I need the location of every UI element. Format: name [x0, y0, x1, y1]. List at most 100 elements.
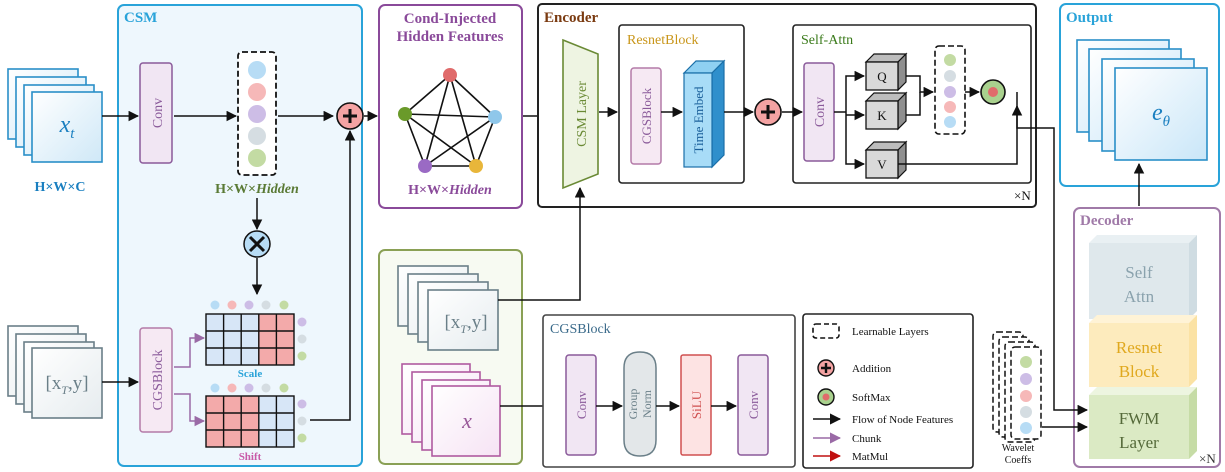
self-attn-conv-label: Conv	[813, 97, 828, 127]
csm-title: CSM	[124, 10, 157, 26]
decoder-title: Decoder	[1080, 213, 1134, 229]
csm-hidden-dims: H×W×	[215, 182, 256, 197]
svg-text:H×W×Hidden: H×W×Hidden	[215, 182, 299, 197]
condition-panel: [xT,y] x	[378, 249, 523, 465]
legend-softmax: SoftMax	[852, 392, 891, 404]
cgs-conv1-label: Conv	[574, 390, 589, 419]
cgs-conv2-label: Conv	[746, 390, 761, 419]
cond2-label-end: ,y]	[467, 312, 488, 333]
csm-hidden-node	[248, 127, 266, 145]
csm-hidden-node	[248, 61, 266, 79]
encoder-panel: Encoder CSM Layer ResnetBlock CGSBlock T…	[537, 3, 1037, 208]
legend-chunk: Chunk	[852, 433, 882, 445]
attention-node	[944, 54, 956, 66]
attention-node	[944, 101, 956, 113]
output-title: Output	[1066, 10, 1113, 26]
decoder-fwm-2: Layer	[1119, 433, 1159, 452]
time-embed-label: Time Embed	[691, 86, 706, 154]
cond-injected-title-2: Hidden Features	[397, 29, 504, 45]
cond-subscript: T	[61, 383, 69, 397]
csm-conv-label: Conv	[151, 98, 166, 128]
decoder-repeat: ×N	[1199, 451, 1216, 466]
xt-input-stack: xt	[7, 68, 103, 163]
cgs-conv1	[565, 354, 597, 456]
resnet-cgsblock	[630, 67, 662, 165]
csm-conv-block	[139, 62, 173, 164]
cond-label-end: ,y]	[68, 373, 89, 394]
csm-hidden-italic: Hidden	[255, 182, 299, 197]
csm-layer-label: CSM Layer	[575, 81, 590, 147]
cond-injected-italic: Hidden	[448, 183, 492, 198]
decoder-resnet-2: Block	[1119, 362, 1160, 381]
decoder-self-attn-2: Attn	[1124, 287, 1155, 306]
cgsblock-detail-panel: CGSBlock Conv Group Norm SiLU Conv	[542, 314, 796, 468]
self-attn-block	[792, 24, 1032, 184]
group-norm-label-1: Group	[626, 389, 640, 420]
attention-node	[944, 86, 956, 98]
output-panel: Output eθ	[1059, 3, 1220, 187]
svg-text:xt: xt	[59, 112, 76, 142]
silu-block	[680, 354, 712, 456]
legend-matmul: MatMul	[852, 451, 888, 463]
cgsblock-detail-title: CGSBlock	[550, 322, 611, 337]
encoder-title: Encoder	[544, 10, 599, 26]
xt-label: x	[59, 112, 71, 138]
scale-label: Scale	[238, 368, 263, 380]
attention-node	[944, 116, 956, 128]
softmax-core	[988, 87, 998, 97]
scale-grid	[205, 300, 307, 366]
decoder-fwm-1: FWM	[1119, 409, 1160, 428]
shift-grid	[205, 383, 307, 448]
attention-node	[944, 70, 956, 82]
csm-cgsblock	[139, 327, 173, 433]
csm-hidden-node	[248, 149, 266, 167]
graph-node	[469, 159, 483, 173]
wavelet-coeffs	[992, 331, 1042, 443]
cond-injected-dims: H×W×	[408, 183, 449, 198]
input-dims-label: H×W×C	[35, 180, 86, 195]
chunk-arrows	[174, 332, 206, 427]
legend: Learnable Layers Addition SoftMax Flow o…	[802, 313, 974, 469]
csm-hidden-node	[248, 83, 266, 101]
wavelet-label-1: Wavelet	[1002, 443, 1035, 454]
csm-panel: CSM Conv H×W×Hidden CGSBlock	[117, 4, 363, 467]
self-attn-title: Self-Attn	[801, 33, 853, 48]
cond2-label: [x	[444, 312, 460, 333]
encoder-repeat: ×N	[1014, 188, 1031, 203]
decoder-resnet-1: Resnet	[1116, 338, 1163, 357]
decoder-panel: Decoder Self Attn Resnet Block FWM Layer…	[1073, 207, 1221, 468]
output-e-subscript: θ	[1163, 114, 1171, 130]
cond-label: [x	[45, 373, 61, 394]
graph-node	[418, 159, 432, 173]
legend-learnable: Learnable Layers	[852, 326, 929, 338]
v-block	[864, 140, 908, 180]
cgs-conv2	[737, 354, 769, 456]
graph-node	[443, 68, 457, 82]
addition-symbol	[761, 105, 775, 119]
legend-addition: Addition	[852, 363, 892, 375]
group-norm-block	[623, 351, 657, 457]
svg-text:H×W×Hidden: H×W×Hidden	[408, 183, 492, 198]
decoder-self-attn-1: Self	[1125, 263, 1153, 282]
xt-subscript: t	[70, 126, 75, 142]
cond-injected-title-1: Cond-Injected	[404, 11, 497, 27]
time-embed-block	[682, 59, 726, 169]
legend-flow: Flow of Node Features	[852, 414, 953, 426]
k-block	[864, 91, 908, 131]
svg-text:[xT,y]: [xT,y]	[444, 312, 487, 336]
k-label: K	[877, 108, 887, 123]
q-label: Q	[877, 69, 887, 84]
graph-node	[398, 107, 412, 121]
csm-cgsblock-label: CGSBlock	[151, 350, 166, 411]
group-norm-label-2: Norm	[640, 389, 654, 418]
resnet-cgsblock-label: CGSBlock	[639, 87, 654, 144]
output-e: e	[1152, 100, 1163, 126]
legend-learnable-swatch	[812, 323, 840, 339]
csm-hidden-node	[248, 105, 266, 123]
shift-label: Shift	[239, 451, 262, 463]
silu-label: SiLU	[689, 390, 704, 419]
cond-injected-panel: Cond-Injected Hidden Features H×W×Hidden	[378, 4, 523, 209]
flow-arrows	[1016, 92, 1145, 433]
graph-edges	[404, 74, 496, 167]
